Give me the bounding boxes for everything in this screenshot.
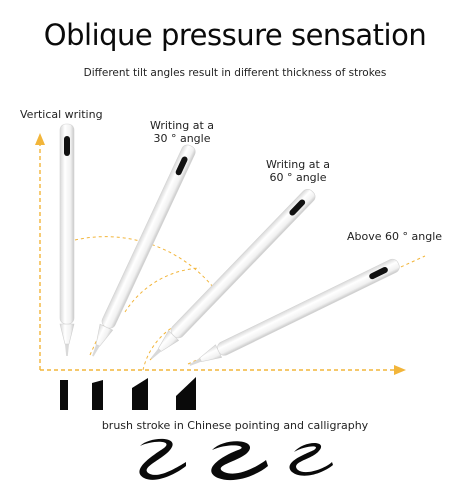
stylus-pen-icon	[86, 142, 198, 360]
page-title: Oblique pressure sensation	[43, 18, 427, 52]
arrow-icon	[394, 365, 406, 375]
stroke-thickness-icon	[92, 380, 103, 410]
stroke-thickness-icon	[60, 380, 68, 410]
arc-line	[124, 267, 201, 313]
page-subtitle: Different tilt angles result in differen…	[83, 67, 387, 79]
stroke-thickness-icon	[176, 377, 196, 410]
brush-caption: brush stroke in Chinese pointing and cal…	[101, 419, 369, 432]
brush-stroke-icon	[139, 438, 186, 480]
arc-line	[142, 321, 183, 371]
stroke-thickness-icon	[132, 378, 148, 410]
arc-line	[74, 236, 214, 288]
stylus-pen-icon	[186, 255, 426, 372]
arrow-icon	[35, 133, 45, 145]
stylus-pen-icon	[59, 123, 75, 357]
label-above-60-degree: Above 60 ° angle	[347, 230, 443, 243]
brush-stroke-icon	[211, 441, 268, 481]
label-30-degree: Writing at a 30 ° angle	[149, 119, 215, 145]
label-60-degree: Writing at a 60 ° angle	[265, 158, 331, 184]
brush-stroke-icon	[289, 443, 333, 476]
label-vertical-writing: Vertical writing	[20, 108, 103, 121]
